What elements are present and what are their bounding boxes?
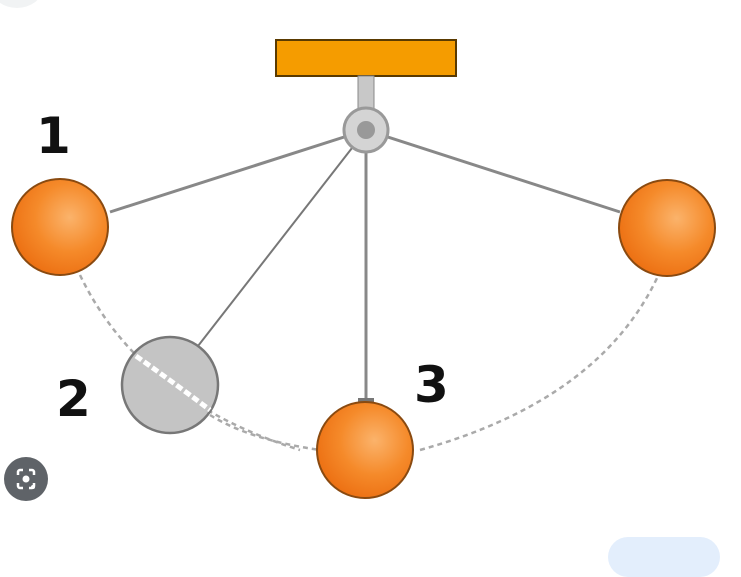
string-1 xyxy=(109,128,367,214)
ball-position-3 xyxy=(316,401,414,499)
label-2: 2 xyxy=(56,370,91,428)
bob-connector xyxy=(358,398,374,404)
ball-position-1 xyxy=(11,178,109,276)
ghost-ball-streak xyxy=(134,353,212,413)
label-3: 3 xyxy=(414,356,449,414)
ball-position-right xyxy=(618,179,716,277)
ball-position-2-ghost xyxy=(120,335,220,435)
string-right xyxy=(365,128,621,214)
top-left-control[interactable] xyxy=(0,0,42,8)
pendulum-diagram: 1 2 3 xyxy=(11,39,716,499)
label-1: 1 xyxy=(36,107,71,165)
visual-search-button[interactable] xyxy=(4,457,48,501)
action-button[interactable] xyxy=(608,537,720,577)
swing-arc-gray xyxy=(209,413,321,452)
ceiling-mount xyxy=(275,39,457,77)
string-2 xyxy=(197,129,367,347)
pivot-center xyxy=(357,121,375,139)
visual-search-icon xyxy=(16,468,36,490)
